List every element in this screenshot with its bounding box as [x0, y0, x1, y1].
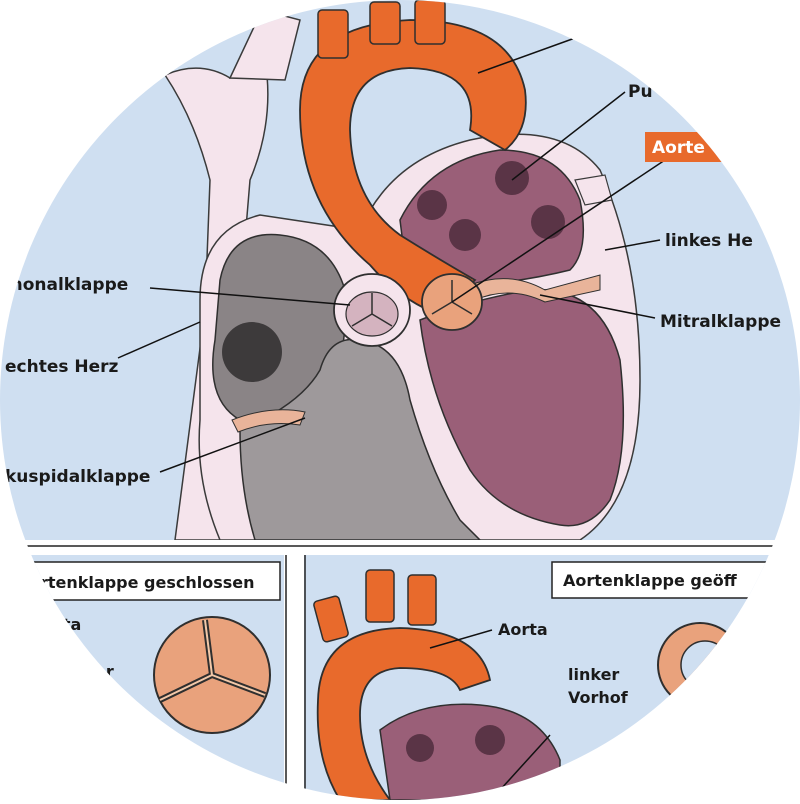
inset-open-label-aorta: Aorta [498, 620, 548, 639]
inset-left-atrium [379, 703, 561, 800]
separator [0, 540, 800, 555]
leader-pulmonalvene [511, 91, 626, 181]
aortic-branch-2 [369, 1, 401, 45]
right-ventricle [239, 338, 482, 540]
leader-aorta [477, 37, 576, 74]
open-valve [657, 622, 743, 708]
inset-aortic-branch-3 [407, 574, 437, 626]
upper-vessel [228, 9, 301, 81]
label-mitralklappe: Mitralklappe [660, 312, 781, 332]
label-pulmonalklappe: monalklappe [5, 275, 128, 295]
leader-pulmonalklappe [149, 287, 351, 306]
aortic-branch-1 [317, 9, 349, 59]
label-rechtes-herz: echtes Herz [5, 357, 119, 377]
inset-leader-aorta [429, 629, 493, 649]
pulmonary-valve-leaflets [351, 293, 393, 327]
inset-closed: rtenklappe geschlossen rta er [0, 555, 284, 800]
inset-open-label-vorhof-1: linker [568, 665, 619, 684]
inset-aortic-branch-1 [313, 595, 349, 643]
leader-linkes-herz [604, 239, 661, 251]
inset-vein-opening-1 [406, 734, 434, 762]
inset-open-label-vorhof-2: Vorhof [568, 688, 629, 707]
label-trikuspidalklappe: kuspidalklappe [5, 467, 150, 487]
leader-lines [117, 37, 666, 473]
inset-open: Aortenklappe geöff Aorta linker Vorhof [304, 555, 800, 800]
inset-leader-vorhof [499, 734, 551, 791]
label-aortenklappe: Aorte [652, 138, 705, 158]
leader-trikuspidalklappe [159, 417, 306, 473]
main-heart-diagram: Pu Aorte linkes He Mitralklappe monalkla… [0, 0, 800, 540]
inset-closed-title: rtenklappe geschlossen [40, 573, 255, 592]
pulmonary-vein-opening-3 [449, 219, 481, 251]
label-pulmonalvene: Pu [628, 82, 653, 102]
leader-rechtes-herz [117, 321, 201, 359]
inset-aortic-branch-2 [365, 569, 395, 623]
inset-open-title: Aortenklappe geöff [563, 571, 738, 590]
aortic-valve-leaflets [431, 280, 473, 315]
leader-mitralklappe [539, 294, 656, 319]
open-valve-opening [680, 640, 730, 690]
pulmonary-vein-opening-2 [417, 190, 447, 220]
inset-vein-opening-2 [475, 725, 505, 755]
closed-valve-seams-highlight [159, 619, 266, 701]
inset-closed-label-vorhof: er [95, 662, 114, 681]
aortic-branch-3 [414, 0, 446, 45]
mitral-valve [469, 274, 601, 303]
label-linkes-herz: linkes He [665, 231, 753, 251]
leader-aortenklappe [451, 159, 666, 303]
vein-stub [574, 174, 613, 206]
inset-gap [284, 555, 304, 800]
pulmonary-vein-opening-4 [531, 205, 565, 239]
vena-cava-opening [222, 322, 282, 382]
inset-closed-label-aorta: rta [55, 615, 81, 634]
pulmonary-vein-opening-1 [495, 161, 529, 195]
